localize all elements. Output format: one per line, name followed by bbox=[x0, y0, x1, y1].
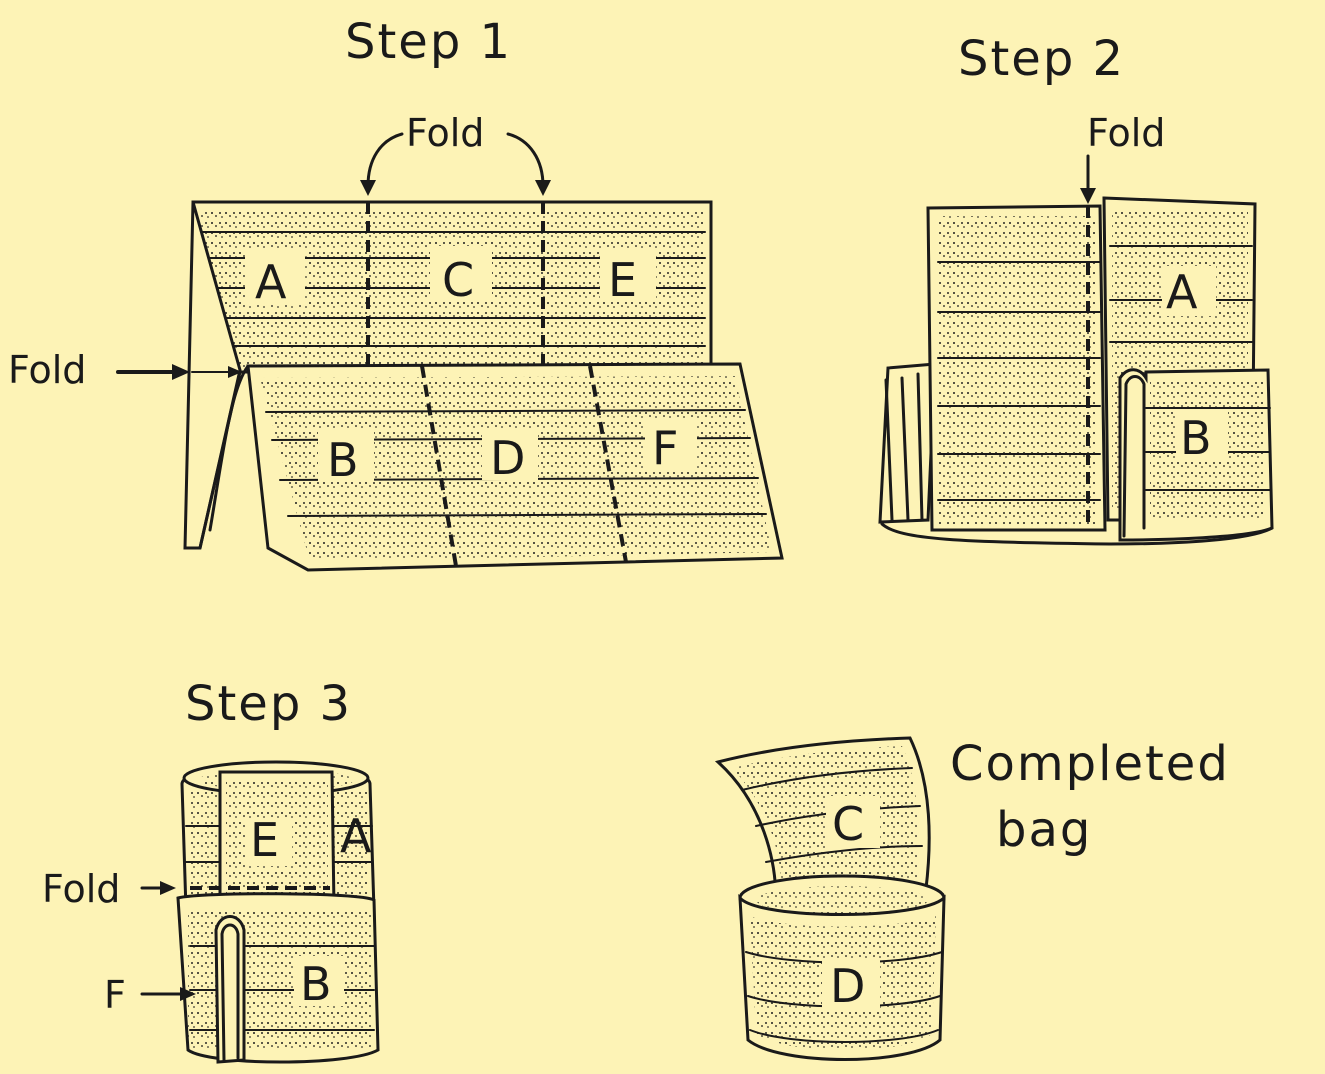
step3-letter-b: B bbox=[300, 957, 332, 1011]
step2-side-folds bbox=[880, 364, 935, 522]
step2-back-panel bbox=[928, 206, 1105, 530]
step3-fold-arrow bbox=[142, 881, 176, 895]
completed-letter-d: D bbox=[830, 959, 865, 1013]
completed-title-line1: Completed bbox=[950, 736, 1230, 792]
step3-title: Step 3 bbox=[185, 676, 352, 732]
step3-fold-label: Fold bbox=[42, 867, 120, 911]
step3-lower-wrap bbox=[178, 894, 378, 1062]
step3-f-label: F bbox=[104, 973, 126, 1017]
completed-panel: Completed bag C D bbox=[718, 736, 1230, 1060]
step1-letter-e: E bbox=[608, 253, 637, 307]
step1-letter-b: B bbox=[327, 433, 359, 487]
step3-letter-a: A bbox=[340, 809, 372, 863]
completed-letter-c: C bbox=[832, 797, 864, 851]
step2-fold-label: Fold bbox=[1087, 111, 1165, 155]
step1-letter-a: A bbox=[255, 255, 287, 309]
step2-letter-b: B bbox=[1180, 411, 1212, 465]
step1-panel: Step 1 bbox=[8, 14, 782, 570]
step1-letter-d: D bbox=[490, 431, 525, 485]
step2-fold-arrow bbox=[1080, 156, 1096, 204]
step3-panel: Step 3 bbox=[42, 676, 378, 1062]
step1-fold-left-label: Fold bbox=[8, 348, 86, 392]
step1-letter-f: F bbox=[652, 421, 678, 475]
step2-panel: Step 2 Fold bbox=[880, 31, 1272, 544]
step2-letter-a: A bbox=[1166, 265, 1198, 319]
completed-title-line2: bag bbox=[996, 802, 1092, 858]
step1-fold-top-label: Fold bbox=[406, 111, 484, 155]
step3-letter-e: E bbox=[250, 813, 279, 867]
step2-title: Step 2 bbox=[958, 31, 1125, 87]
step1-letter-c: C bbox=[442, 253, 474, 307]
step1-title: Step 1 bbox=[345, 14, 512, 70]
